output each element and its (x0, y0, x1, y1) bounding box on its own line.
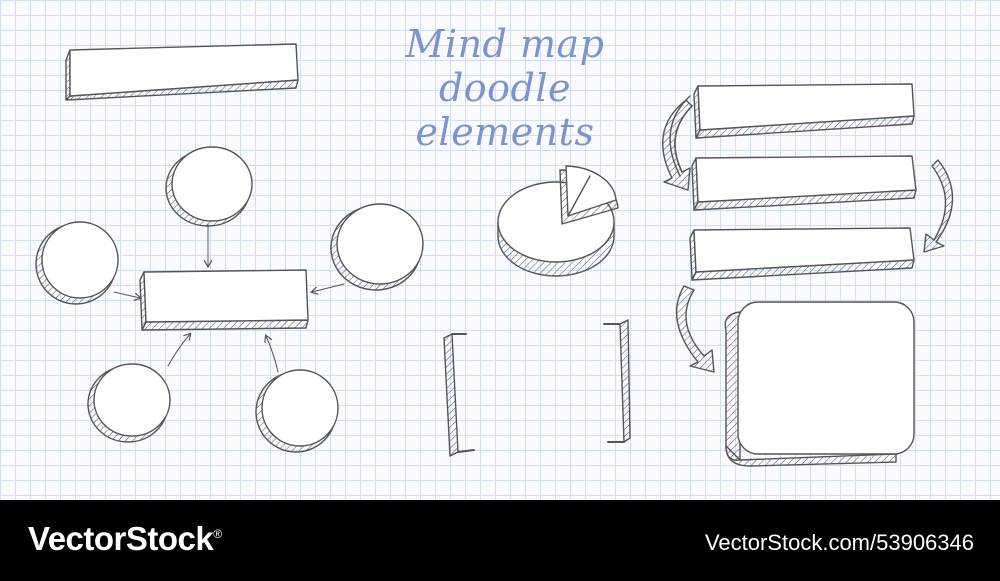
brand-logo: VectorStock® (28, 520, 222, 558)
circle-right (330, 203, 424, 291)
graph-paper-canvas: Mind map doodle elements (0, 0, 1000, 500)
right-bar-1 (693, 83, 915, 139)
page-title: Mind map doodle elements (360, 22, 650, 154)
image-id-url: VectorStock.com/53906346 (704, 530, 974, 555)
connector-arrows (113, 223, 345, 373)
circle-top (165, 146, 253, 227)
right-bar-2 (691, 155, 917, 211)
top-left-bar (65, 43, 299, 101)
pie-chart-doodle (497, 165, 619, 277)
right-bar-3 (689, 227, 915, 281)
circle-bottom-left (87, 363, 171, 443)
flow-arrow-3 (675, 285, 715, 373)
left-bracket (443, 333, 475, 457)
flow-arrow-2 (923, 159, 954, 253)
brand-name: VectorStock (28, 520, 214, 557)
registered-mark: ® (213, 527, 222, 541)
center-box (139, 269, 309, 331)
right-bracket (603, 319, 631, 443)
title-line-1: Mind map (405, 22, 605, 66)
large-rounded-box (724, 301, 915, 467)
circle-bottom-right (255, 369, 339, 453)
title-line-2: doodle elements (415, 66, 595, 154)
flow-arrow-1 (662, 95, 693, 191)
circle-left (35, 221, 119, 305)
footer-banner: VectorStock® VectorStock.com/53906346 (0, 500, 1000, 581)
doodle-illustration (35, 43, 954, 467)
